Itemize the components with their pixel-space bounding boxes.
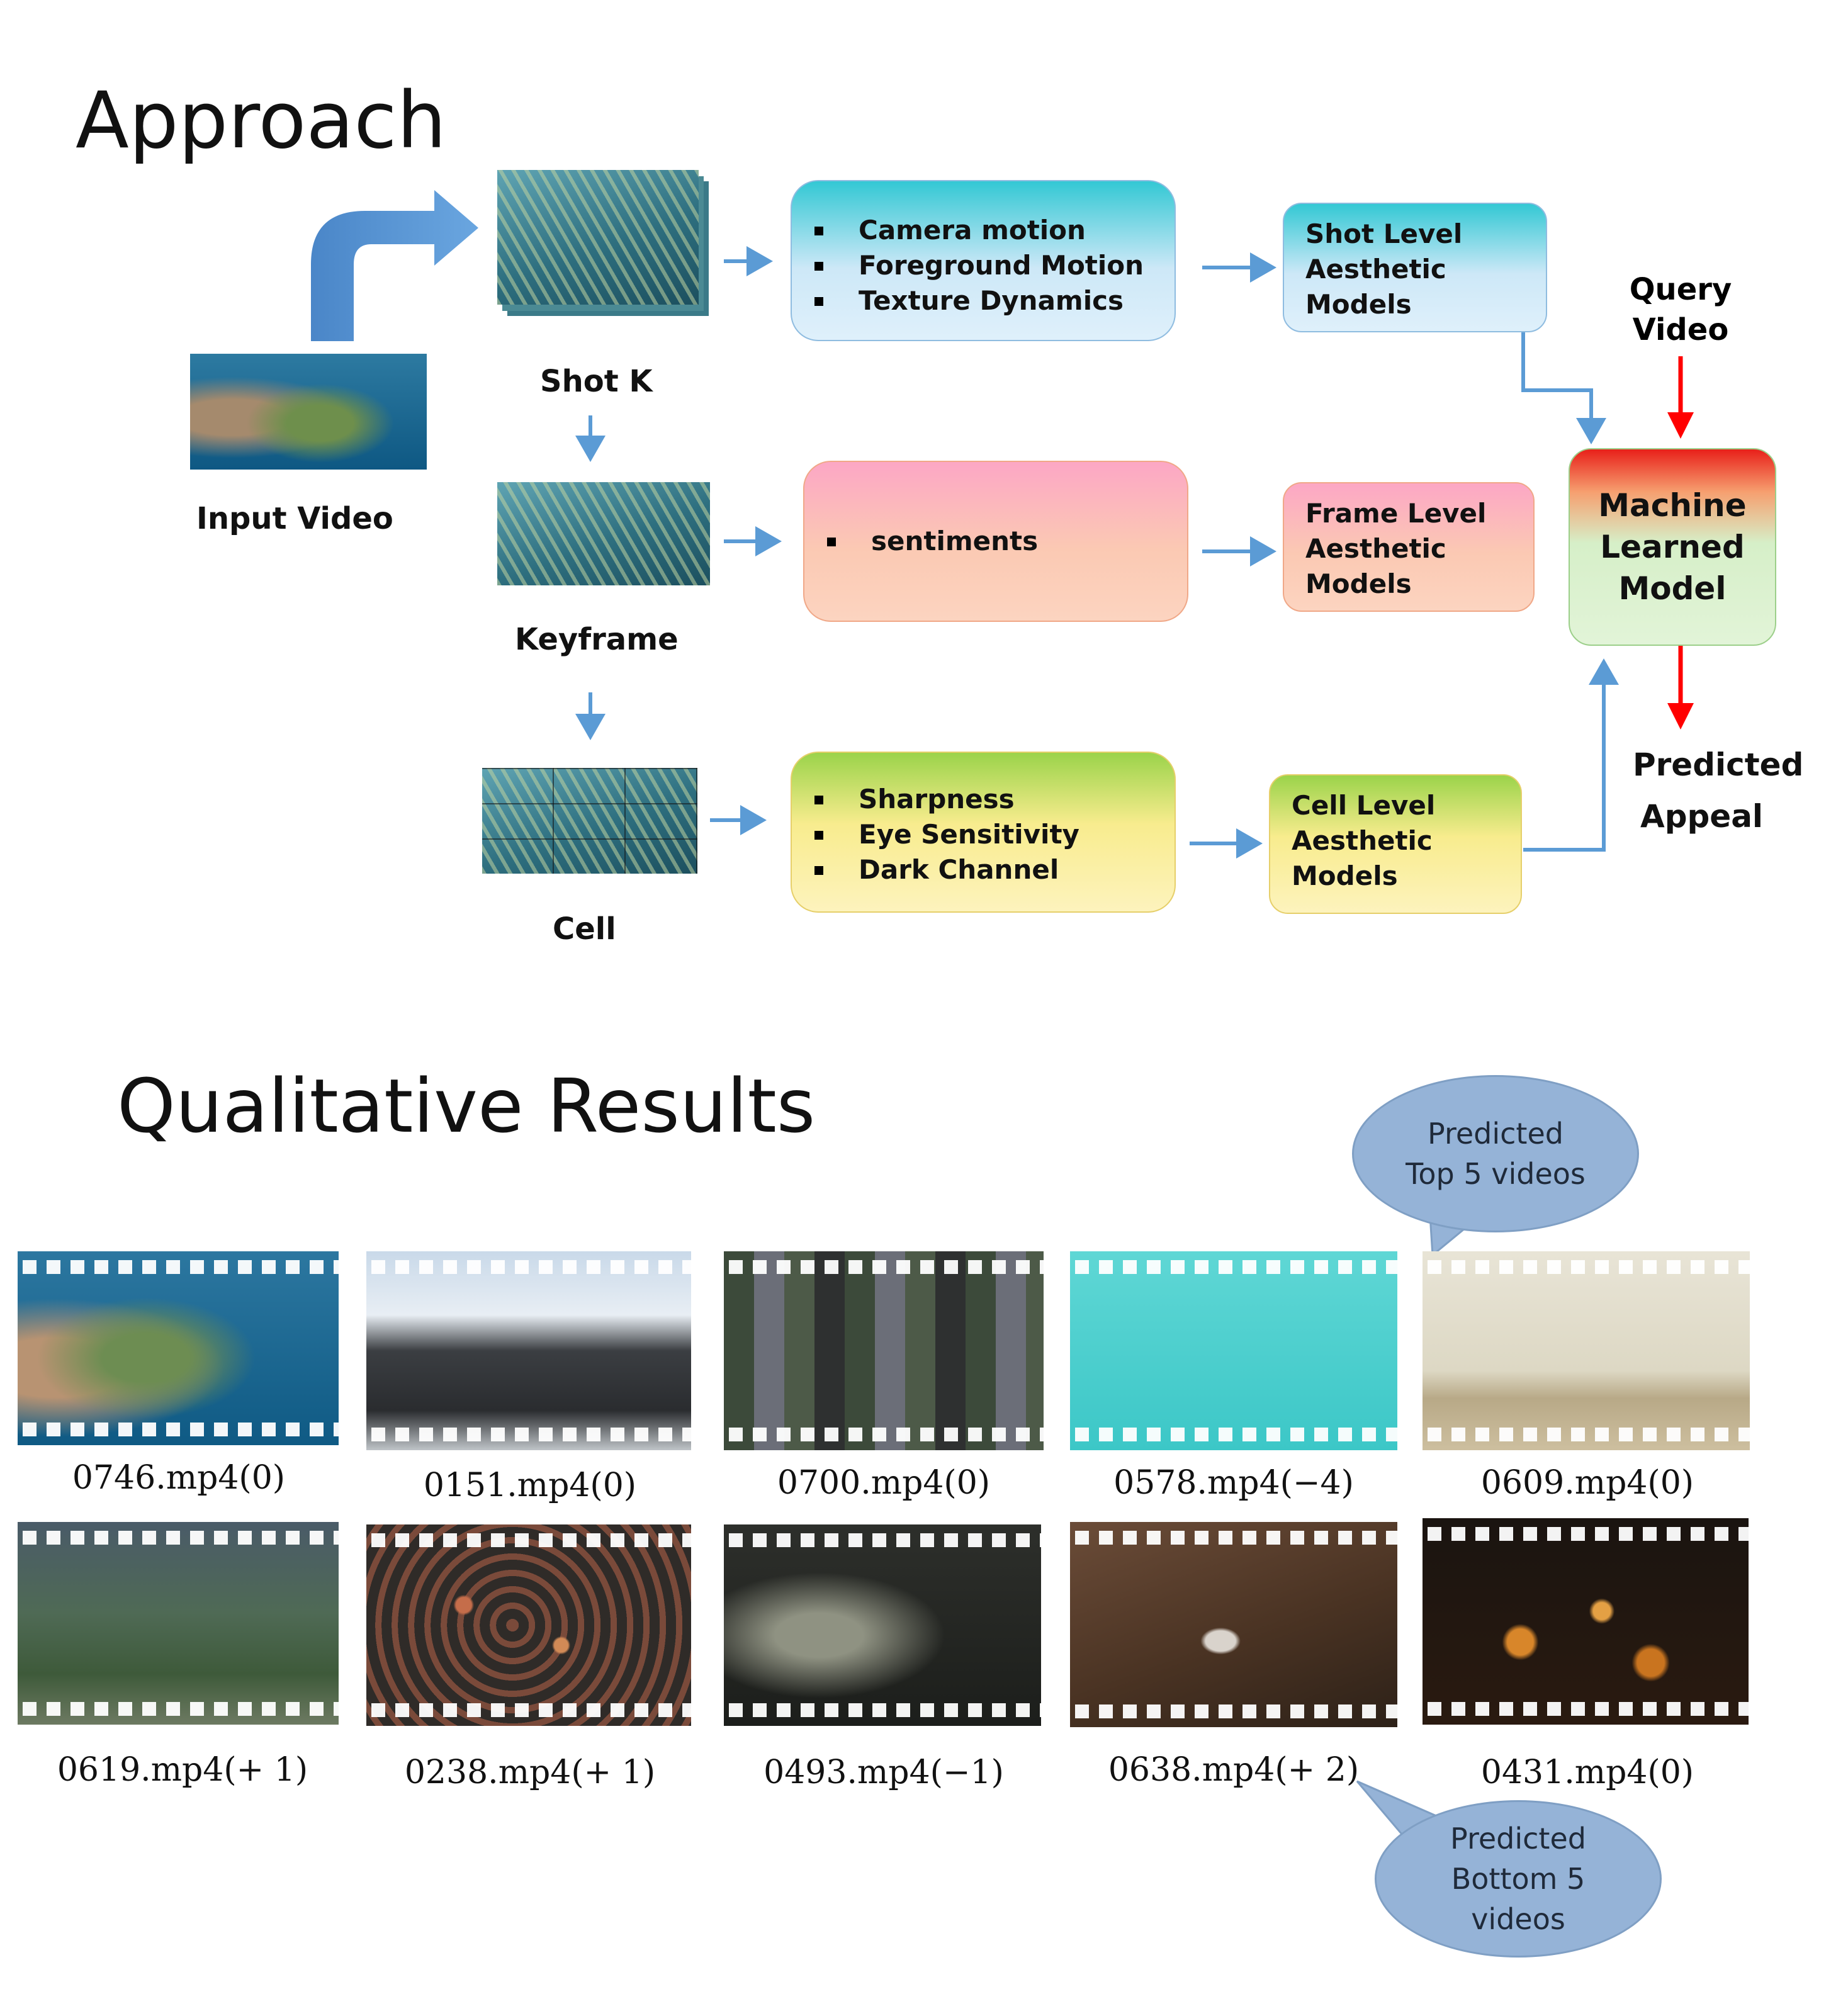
cell-model-line2: Aesthetic [1292, 825, 1433, 856]
result-label-0609: 0609.mp4(0) [1480, 1464, 1694, 1502]
cell-label: Cell [553, 911, 616, 947]
curved-arrow-icon [311, 190, 478, 341]
callout-top: Predicted Top 5 videos [1352, 1075, 1639, 1232]
frame-model-box: Frame Level Aesthetic Models [1283, 482, 1535, 612]
feature-sharpness: Sharpness [808, 782, 1175, 817]
callout-top-line1: Predicted [1428, 1117, 1563, 1151]
ml-model-line3: Model [1618, 570, 1727, 607]
result-label-0746: 0746.mp4(0) [72, 1459, 286, 1497]
shot-features-box: Camera motion Foreground Motion Texture … [791, 180, 1176, 341]
feature-dark-channel: Dark Channel [808, 852, 1175, 887]
callout-bottom-line1: Predicted [1450, 1822, 1586, 1856]
shot-features-list: Camera motion Foreground Motion Texture … [808, 213, 1175, 318]
cell-features-list: Sharpness Eye Sensitivity Dark Channel [808, 782, 1175, 887]
frame-model-line1: Frame Level [1305, 498, 1487, 529]
feature-texture-dynamics: Texture Dynamics [808, 283, 1175, 318]
ml-model-line1: Machine [1598, 487, 1747, 524]
frame-model-line2: Aesthetic [1305, 533, 1446, 564]
result-label-0431: 0431.mp4(0) [1480, 1754, 1694, 1791]
feature-sentiments: sentiments [821, 524, 1187, 559]
qualitative-heading: Qualitative Results [117, 1062, 816, 1149]
film-strip-0431 [1423, 1518, 1749, 1725]
machine-learned-model-box: Machine Learned Model [1569, 448, 1776, 646]
diagram-connectors [311, 190, 1694, 859]
feature-eye-sensitivity: Eye Sensitivity [808, 817, 1175, 852]
callout-top-line2: Top 5 videos [1406, 1157, 1586, 1191]
result-label-0619: 0619.mp4(+ 1) [57, 1751, 308, 1789]
shot-label: Shot K [540, 364, 653, 399]
appeal-label: Appeal [1640, 798, 1764, 835]
film-strip-0609 [1423, 1251, 1750, 1450]
result-label-0578: 0578.mp4(−4) [1113, 1464, 1354, 1502]
feature-foreground-motion: Foreground Motion [808, 248, 1175, 283]
predicted-label: Predicted [1633, 747, 1804, 783]
film-strip-0578 [1070, 1251, 1397, 1450]
feature-camera-motion: Camera motion [808, 213, 1175, 248]
result-label-0700: 0700.mp4(0) [777, 1464, 991, 1502]
cell-features-box: Sharpness Eye Sensitivity Dark Channel [791, 752, 1176, 913]
shot-model-box: Shot Level Aesthetic Models [1283, 203, 1547, 332]
keyframe-label: Keyframe [515, 622, 679, 657]
query-video-label: Query Video [1618, 269, 1744, 350]
film-strip-0493 [724, 1524, 1041, 1726]
cell-model-line1: Cell Level [1292, 790, 1436, 821]
keyframe-thumbnail [497, 482, 710, 585]
callout-bottom: Predicted Bottom 5 videos [1375, 1800, 1662, 1958]
result-label-0238: 0238.mp4(+ 1) [404, 1754, 656, 1791]
shot-model-line1: Shot Level [1305, 218, 1463, 249]
shot-thumbnail [497, 170, 699, 305]
cell-model-line3: Models [1292, 860, 1398, 891]
result-label-0151: 0151.mp4(0) [423, 1467, 637, 1504]
film-strip-0638 [1070, 1522, 1397, 1727]
film-strip-0151 [366, 1251, 691, 1450]
input-video-label: Input Video [196, 501, 393, 536]
film-strip-0700 [724, 1251, 1044, 1450]
frame-model-line3: Models [1305, 568, 1412, 599]
film-strip-0746 [18, 1251, 339, 1445]
shot-model-line3: Models [1305, 289, 1412, 320]
result-label-0638: 0638.mp4(+ 2) [1108, 1751, 1360, 1789]
cell-thumbnail [482, 768, 697, 874]
film-strip-0238 [366, 1524, 691, 1726]
callout-bottom-line2: Bottom 5 [1451, 1862, 1586, 1896]
query-line2: Video [1632, 312, 1729, 347]
input-video-thumbnail [190, 354, 427, 470]
film-strip-0619 [18, 1522, 339, 1725]
callout-bottom-line3: videos [1471, 1902, 1565, 1936]
result-label-0493: 0493.mp4(−1) [763, 1754, 1004, 1791]
frame-features-list: sentiments [821, 524, 1187, 559]
ml-model-line2: Learned [1600, 529, 1745, 565]
cell-model-box: Cell Level Aesthetic Models [1269, 774, 1522, 914]
frame-features-box: sentiments [803, 461, 1188, 622]
query-line1: Query [1629, 272, 1732, 307]
approach-heading: Approach [76, 76, 447, 166]
shot-model-line2: Aesthetic [1305, 254, 1446, 285]
